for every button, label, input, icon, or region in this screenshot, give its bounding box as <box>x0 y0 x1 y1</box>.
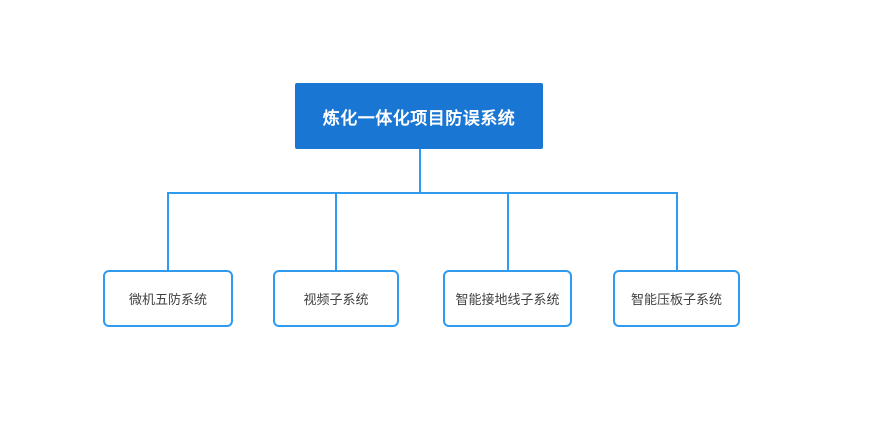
child-node-2[interactable]: 视频子系统 <box>273 270 399 327</box>
connector-outer-elbow <box>167 192 678 272</box>
root-node-label: 炼化一体化项目防误系统 <box>322 108 516 128</box>
child-node-1[interactable]: 微机五防系统 <box>103 270 233 327</box>
child-node-2-label: 视频子系统 <box>303 292 369 307</box>
child-node-3[interactable]: 智能接地线子系统 <box>443 270 572 327</box>
child-node-1-label: 微机五防系统 <box>128 292 207 307</box>
child-node-4-label: 智能压板子系统 <box>630 292 722 307</box>
root-node[interactable]: 炼化一体化项目防误系统 <box>295 83 543 149</box>
child-node-4[interactable]: 智能压板子系统 <box>613 270 740 327</box>
child-node-3-label: 智能接地线子系统 <box>455 292 560 307</box>
